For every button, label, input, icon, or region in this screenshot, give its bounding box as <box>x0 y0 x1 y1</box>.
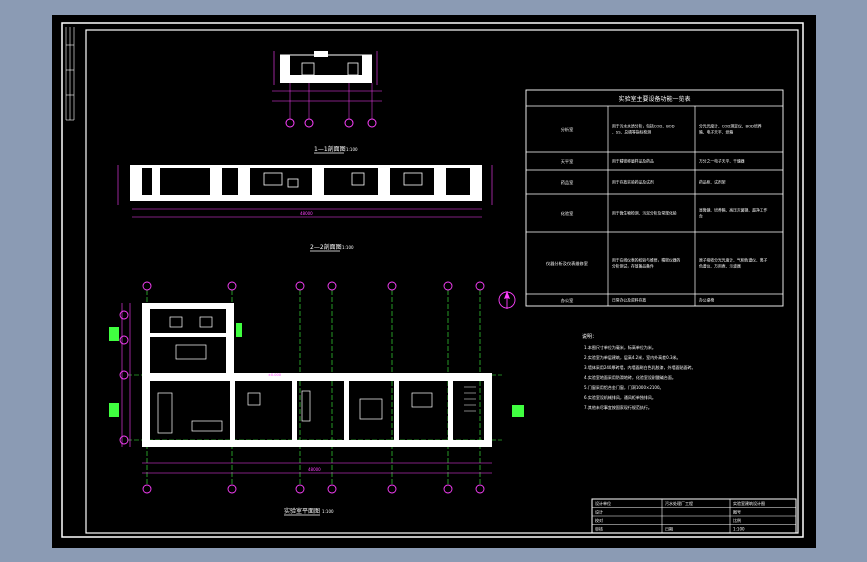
title-block-cell: 审核 <box>595 525 603 531</box>
title-block-cell: 设计单位 <box>595 500 611 506</box>
table-cell-room: 办公室 <box>561 297 574 304</box>
table-cell-function: 用于污水水质分析，包括COD、BOD、SS、总磷等指标检测 <box>612 123 675 134</box>
cad-drawing: 1—1剖面图 1:100 48000 2—2剖面图 1:100 <box>61 22 804 538</box>
table-row: 分析室 用于污水水质分析，包括COD、BOD、SS、总磷等指标检测 分光光度计、CO… <box>561 123 762 134</box>
title-block-cell: 图号 <box>733 508 741 514</box>
table-cell-room: 化验室 <box>561 210 574 217</box>
note-item: 3.墙体采用240厚砖墙，内墙面刷白色乳胶漆，外墙面贴面砖。 <box>584 364 695 370</box>
table-row: 天平室 用于精密称量样品及药品 万分之一电子天平、干燥器 <box>561 158 745 165</box>
elevation-mark: ±0.000 <box>268 373 281 377</box>
title-block-cell: 日期 <box>665 525 673 531</box>
table-title: 实验室主要设备功能一览表 <box>618 95 690 103</box>
plan-title: 实验室平面图 <box>284 507 320 515</box>
note-item: 4.实验室地面采用防滑地砖，化验室设耐酸碱台面。 <box>584 374 676 380</box>
section-2-2-drawing <box>117 165 493 218</box>
table-row: 药品室 用于存放实验药品及试剂 药品柜、试剂架 <box>561 179 726 186</box>
title-block-cell: 比例 <box>733 517 741 523</box>
note-item: 2.实验室为单层建筑，层高4.2米，室内外高差0.3米。 <box>584 354 681 360</box>
table-row: 仪器分析及仪表维修室 用于在线仪表的校验与维修，精密仪器的分析测试，存放备品备件 原… <box>546 257 767 268</box>
notes-list: 1.本图尺寸单位为毫米，标高单位为米。 2.实验室为单层建筑，层高4.2米，室内外… <box>584 344 695 410</box>
section-1-1-drawing <box>272 51 382 128</box>
table-cell-equipment: 分光光度计、COD测定仪、BOD培养箱、电子天平、烘箱 <box>699 123 762 134</box>
title-block-cell: 实验室建筑设计图 <box>733 500 765 506</box>
section-1-1-scale: 1:100 <box>346 147 358 152</box>
note-item: 7.其他未尽事宜按国家现行规范执行。 <box>584 404 652 410</box>
long-section-total-dimension: 48000 <box>300 211 313 216</box>
table-cell-equipment: 显微镜、培养箱、高压灭菌锅、超净工作台 <box>699 207 768 218</box>
section-2-2-scale: 1:100 <box>342 245 354 250</box>
binding-strip <box>65 27 75 121</box>
title-block-cell: 校对 <box>595 517 603 523</box>
notes-heading: 说明： <box>582 333 597 340</box>
cad-drawing-viewport[interactable]: 1—1剖面图 1:100 48000 2—2剖面图 1:100 <box>52 15 816 548</box>
table-cell-equipment: 原子吸收分光光度计、气相色谱仪、离子色谱仪、万用表、示波器 <box>699 257 768 268</box>
table-row: 化验室 用于微生物检测、污泥分析及常规化验 显微镜、培养箱、高压灭菌锅、超净工作台 <box>561 207 768 218</box>
sheet-border <box>61 22 804 538</box>
table-cell-function: 用于微生物检测、污泥分析及常规化验 <box>612 211 677 216</box>
north-arrow-icon <box>498 291 516 309</box>
table-cell-function: 日常办公及资料存放 <box>612 298 646 303</box>
table-cell-function: 用于精密称量样品及药品 <box>612 159 654 164</box>
table-row: 办公室 日常办公及资料存放 办公桌椅 <box>561 297 715 304</box>
table-cell-function: 用于在线仪表的校验与维修，精密仪器的分析测试，存放备品备件 <box>612 257 681 268</box>
table-cell-equipment: 万分之一电子天平、干燥器 <box>699 159 745 164</box>
table-cell-equipment: 药品柜、试剂架 <box>699 180 726 185</box>
note-item: 6.实验室设机械排风，通风柜单独排风。 <box>584 394 656 400</box>
axis-bubbles <box>119 281 485 494</box>
table-cell-room: 天平室 <box>561 158 574 165</box>
table-cell-room: 分析室 <box>561 126 574 133</box>
plan-scale: 1:100 <box>322 509 334 514</box>
floor-plan-drawing <box>121 290 502 485</box>
title-block-cell: 设计 <box>595 508 603 514</box>
table-cell-equipment: 办公桌椅 <box>699 298 714 303</box>
table-cell-function: 用于存放实验药品及试剂 <box>612 180 654 185</box>
note-item: 5.门窗采用铝合金门窗，门洞1000×2100。 <box>584 384 664 390</box>
inner-frame <box>85 29 799 534</box>
table-cell-room: 药品室 <box>561 179 574 186</box>
table-cell-room: 仪器分析及仪表维修室 <box>546 260 588 267</box>
table-frame <box>525 89 784 307</box>
section-1-1-title: 1—1剖面图 <box>314 145 346 153</box>
plan-total-dimension: 48000 <box>308 467 321 472</box>
title-block-cell: 1:100 <box>733 526 745 531</box>
section-2-2-title: 2—2剖面图 <box>310 243 342 251</box>
section-marker-icons <box>109 323 524 417</box>
note-item: 1.本图尺寸单位为毫米，标高单位为米。 <box>584 344 656 350</box>
title-block-cell: 污水处理厂工程 <box>665 500 693 506</box>
